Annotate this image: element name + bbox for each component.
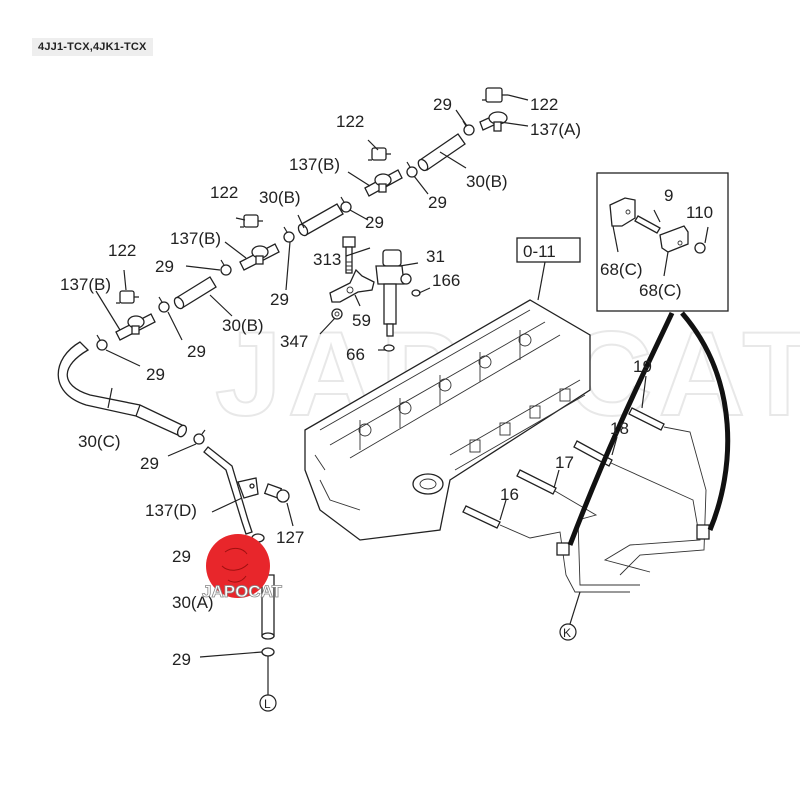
callout-31: 31 <box>426 247 445 266</box>
callout-66: 66 <box>346 345 365 364</box>
callout-110: 110 <box>686 203 713 222</box>
bolt-127[interactable] <box>263 483 290 503</box>
nut-110[interactable] <box>694 242 706 254</box>
hose-30a[interactable] <box>261 574 275 640</box>
callout-127: 127 <box>276 528 304 547</box>
connector-122[interactable] <box>368 147 391 161</box>
gasket-66[interactable] <box>383 344 395 352</box>
callout-17: 17 <box>555 453 574 472</box>
cylinder-head <box>304 299 591 541</box>
o-ring-166[interactable] <box>411 289 421 297</box>
detail-inset: 9 110 68(C) 68(C) <box>596 172 729 312</box>
callout-313: 313 <box>313 250 341 269</box>
callout-137b: 137(B) <box>289 155 340 174</box>
connector-122[interactable] <box>116 290 139 304</box>
model-tag: 4JJ1-TCX,4JK1-TCX <box>32 38 153 56</box>
callout-137b: 137(B) <box>170 229 221 248</box>
banjo-fitting-137b[interactable] <box>239 243 280 271</box>
callout-30c: 30(C) <box>78 432 121 451</box>
clamp-29[interactable] <box>220 259 232 276</box>
svg-text:JAPOCAT: JAPOCAT <box>202 582 283 601</box>
bolt-9[interactable] <box>634 215 661 234</box>
callout-29: 29 <box>172 650 191 669</box>
callout-68c: 68(C) <box>639 281 682 300</box>
callout-59: 59 <box>352 311 371 330</box>
inset-pointer <box>567 311 675 546</box>
callout-29: 29 <box>146 365 165 384</box>
connector-k[interactable]: K <box>559 591 581 641</box>
clamp-29[interactable] <box>261 647 275 657</box>
banjo-fitting-137b[interactable] <box>364 169 403 197</box>
callout-29: 29 <box>433 95 452 114</box>
injection-pipe-19[interactable] <box>619 407 707 576</box>
callout-122: 122 <box>530 95 558 114</box>
callout-30b: 30(B) <box>259 188 301 207</box>
callout-29: 29 <box>270 290 289 309</box>
callout-68c: 68(C) <box>600 260 643 279</box>
svg-text:0-11: 0-11 <box>523 242 556 261</box>
callout-347: 347 <box>280 332 308 351</box>
clamp-29[interactable] <box>96 334 108 351</box>
banjo-fitting-137b[interactable] <box>115 313 156 341</box>
clamp-29[interactable] <box>340 196 352 213</box>
injector-31[interactable] <box>375 249 412 337</box>
callout-166: 166 <box>432 271 460 290</box>
callout-122: 122 <box>210 183 238 202</box>
callout-137d: 137(D) <box>145 501 197 520</box>
callout-29: 29 <box>428 193 447 212</box>
callout-30a: 30(A) <box>172 593 214 612</box>
reference-box[interactable]: 0-11 <box>516 237 581 301</box>
hose-30b-lower[interactable] <box>173 276 217 310</box>
clamp-29[interactable] <box>158 296 170 313</box>
pipe-137d[interactable] <box>203 446 259 535</box>
hose-30c[interactable] <box>57 341 188 438</box>
hose-30b-top[interactable] <box>416 133 466 172</box>
inset-pointer <box>680 311 731 531</box>
clamp-29[interactable] <box>283 226 295 243</box>
callout-30b: 30(B) <box>222 316 264 335</box>
callout-137b: 137(B) <box>60 275 111 294</box>
clamp-bracket-59[interactable] <box>329 268 375 303</box>
callout-16: 16 <box>500 485 519 504</box>
callout-9: 9 <box>664 186 673 205</box>
connector-122[interactable] <box>482 87 508 103</box>
pipe-clip <box>556 524 710 556</box>
callout-122: 122 <box>336 112 364 131</box>
callout-18: 18 <box>610 419 629 438</box>
connector-l[interactable]: L <box>259 656 277 712</box>
injection-pipe-18[interactable] <box>573 440 701 573</box>
japocat-logo: JAPOCAT <box>202 534 283 601</box>
callout-29: 29 <box>187 342 206 361</box>
callout-19: 19 <box>633 357 652 376</box>
callout-122: 122 <box>108 241 136 260</box>
clamp-29[interactable] <box>406 161 418 178</box>
callout-29: 29 <box>155 257 174 276</box>
callout-29: 29 <box>365 213 384 232</box>
clamp-68c[interactable] <box>659 225 689 253</box>
bolt-313[interactable] <box>342 236 356 274</box>
svg-text:L: L <box>264 697 271 711</box>
leader-lines <box>95 94 647 658</box>
clamp-29[interactable] <box>193 429 206 445</box>
svg-text:K: K <box>563 626 571 640</box>
connector-122[interactable] <box>240 214 263 228</box>
callout-137a: 137(A) <box>530 120 581 139</box>
injection-pipe-16[interactable] <box>462 505 630 593</box>
callout-29: 29 <box>172 547 191 566</box>
clamp-68c[interactable] <box>609 197 636 227</box>
hose-30b-middle[interactable] <box>297 203 344 237</box>
clamp-29[interactable] <box>462 120 475 136</box>
callout-30b: 30(B) <box>466 172 508 191</box>
nut-347[interactable] <box>331 308 343 320</box>
callout-29: 29 <box>140 454 159 473</box>
banjo-fitting-137a[interactable] <box>479 111 508 132</box>
